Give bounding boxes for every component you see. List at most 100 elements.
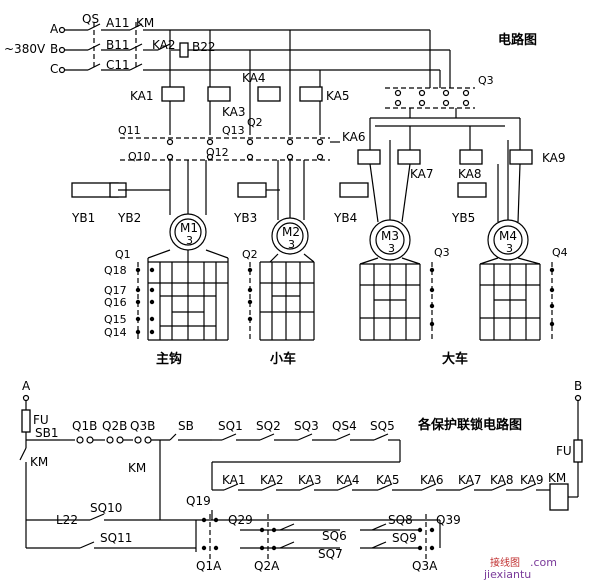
resistor-contacts <box>135 262 555 340</box>
line-b11-label: B11 <box>106 38 130 52</box>
sq10-label: SQ10 <box>90 501 122 515</box>
m4-phase: 3 <box>506 242 513 255</box>
q10-label: Q10 <box>128 150 151 163</box>
watermark: 接线图 .com jiexiantu <box>483 556 557 581</box>
qs4-label: QS4 <box>332 419 357 433</box>
q2b-label: Q2B <box>102 419 127 433</box>
ka9-label: KA9 <box>542 151 566 165</box>
sq3-label: SQ3 <box>294 419 319 433</box>
m2-label: M2 <box>282 225 300 239</box>
group-crane: 大车 <box>442 351 468 367</box>
watermark-url: jiexiantu <box>483 568 531 581</box>
sq5-label: SQ5 <box>370 419 395 433</box>
terminal-b: B <box>574 379 582 393</box>
resistor-labels: Q1 Q2 Q3 Q4 Q18 Q17 Q16 Q15 Q14 <box>104 246 568 339</box>
sq7-label: SQ7 <box>318 547 343 561</box>
ka5-label: KA5 <box>326 89 350 103</box>
chain-ka7: KA7 <box>458 473 482 487</box>
line-a11-label: A11 <box>106 16 129 30</box>
group-main-hook: 主钩 <box>156 351 182 367</box>
sq11-label: SQ11 <box>100 531 132 545</box>
line-c11-label: C11 <box>106 58 130 72</box>
m1-label: M1 <box>180 221 198 235</box>
q3-grid-label: Q3 <box>434 246 450 259</box>
yb4-label: YB4 <box>333 211 357 225</box>
q2a-label: Q2A <box>254 559 280 573</box>
resistor-grid-m2 <box>259 253 315 341</box>
fuse-left-label: FU <box>33 413 49 427</box>
sq2-label: SQ2 <box>256 419 281 433</box>
motor-feed-wires <box>169 140 521 223</box>
motor-m3: M3 3 <box>369 219 411 261</box>
m3-label: M3 <box>381 229 399 243</box>
phase-c-label: C <box>50 62 58 76</box>
yb3-label: YB3 <box>233 211 257 225</box>
watermark-com: .com <box>530 556 557 569</box>
resistor-grid-m4 <box>479 257 541 341</box>
interlock-title: 各保护联锁电路图 <box>417 417 522 433</box>
q13-label: Q13 <box>222 124 245 137</box>
m3-phase: 3 <box>388 242 395 255</box>
q11-label: Q11 <box>118 124 141 137</box>
q19-label: Q19 <box>186 494 211 508</box>
relay-ka1: KA1 <box>130 86 185 103</box>
ka8-label: KA8 <box>458 167 482 181</box>
b22-label: B22 <box>192 40 216 54</box>
chain-ka4: KA4 <box>336 473 360 487</box>
q29-label: Q29 <box>228 513 253 527</box>
main-contactor-label: KM <box>136 16 154 30</box>
m4-label: M4 <box>499 229 517 243</box>
yb1-label: YB1 <box>71 211 95 225</box>
motor-m4: M4 3 <box>487 219 529 261</box>
sq1-label: SQ1 <box>218 419 243 433</box>
q2-grid-label: Q2 <box>242 248 258 261</box>
q17-label: Q17 <box>104 284 127 297</box>
q15-label: Q15 <box>104 313 127 326</box>
yb2-label: YB2 <box>117 211 141 225</box>
m1-phase: 3 <box>186 234 193 247</box>
fuse-right-label: FU <box>556 444 572 458</box>
resistor-grid-m3 <box>359 257 421 341</box>
chain-ka8: KA8 <box>490 473 514 487</box>
q3a-label: Q3A <box>412 559 438 573</box>
q3-top-label: Q3 <box>478 74 494 87</box>
chain-ka1: KA1 <box>222 473 246 487</box>
sb-label: SB <box>178 419 194 433</box>
q3b-label: Q3B <box>130 419 155 433</box>
power-supply: ~380V A B C QS A11 B11 C11 KM KA2 B22 <box>4 12 450 76</box>
relay-ka3: KA3 <box>207 86 246 119</box>
q2-label: Q2 <box>247 116 263 129</box>
watermark-logo: 接线图 <box>490 556 520 569</box>
relay-ka5: KA5 <box>299 86 350 103</box>
sq6-label: SQ6 <box>322 529 347 543</box>
group-trolley: 小车 <box>270 351 296 367</box>
m2-phase: 3 <box>288 238 295 251</box>
resistor-grid-m1 <box>147 249 229 341</box>
chain-ka5: KA5 <box>376 473 400 487</box>
interlock-circuit: A B FU SB1 KM Q1B Q2B Q3B SB KM <box>19 379 583 573</box>
sq8-label: SQ8 <box>388 513 413 527</box>
terminal-a: A <box>22 379 31 393</box>
q16-label: Q16 <box>104 296 127 309</box>
phase-b-label: B <box>50 42 58 56</box>
q4-grid-label: Q4 <box>552 246 568 259</box>
q1a-label: Q1A <box>196 559 222 573</box>
chain-ka2: KA2 <box>260 473 284 487</box>
q18-label: Q18 <box>104 264 127 277</box>
relay-ka6-ka9: KA7 KA8 KA9 <box>357 149 566 181</box>
ka6-label: KA6 <box>342 130 366 144</box>
sb1-label: SB1 <box>35 426 58 440</box>
controller-q1-q2: Q11 Q13 Q2 Q10 Q12 KA6 <box>118 116 366 163</box>
supply-voltage: ~380V <box>4 42 46 56</box>
q14-label: Q14 <box>104 326 127 339</box>
ka1-label: KA1 <box>130 89 154 103</box>
phase-a-label: A <box>50 22 59 36</box>
ka7-label: KA7 <box>410 167 434 181</box>
chain-ka6: KA6 <box>420 473 444 487</box>
controller-q3: Q3 <box>369 74 521 150</box>
chain-ka3: KA3 <box>298 473 322 487</box>
q1b-label: Q1B <box>72 419 97 433</box>
relay-ka4: KA4 <box>242 71 281 102</box>
